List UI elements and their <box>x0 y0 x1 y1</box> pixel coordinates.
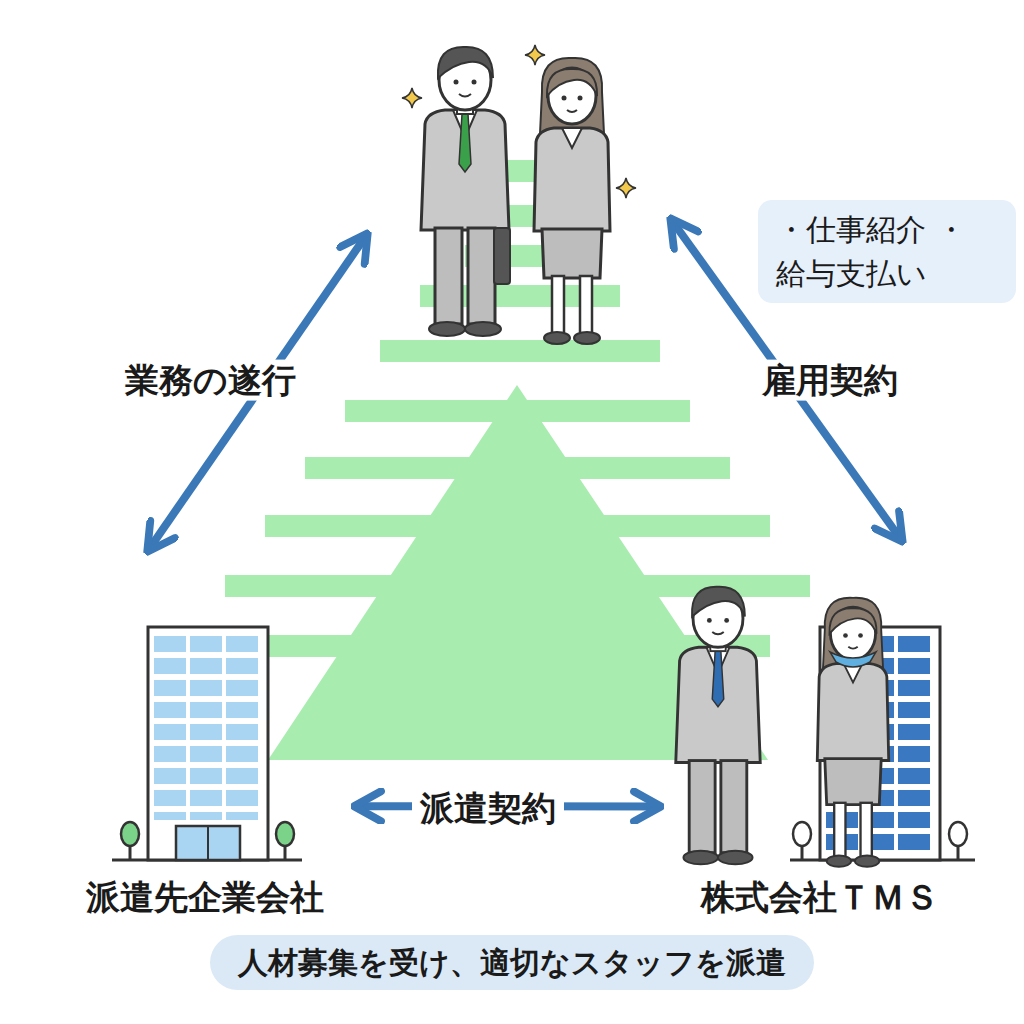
staff-man <box>676 587 760 864</box>
edge-label: 業務の遂行 <box>117 360 304 401</box>
node-text: 派遣先企業会社 <box>86 878 324 917</box>
worker-man <box>421 47 509 336</box>
scarf <box>830 652 876 667</box>
node-text: 人材募集を受け、適切なスタッフを派遣 <box>238 943 786 982</box>
caption-pill: 人材募集を受け、適切なスタッフを派遣 <box>210 935 814 990</box>
edge-label: 雇用契約 <box>754 360 906 401</box>
sparkle <box>525 45 545 65</box>
briefcase <box>494 228 510 284</box>
client-company: 派遣先企業会社 <box>60 555 350 917</box>
sparkle <box>402 88 422 108</box>
agency-company: 株式会社ＴＭＳ <box>665 545 975 917</box>
sparkle <box>616 178 636 198</box>
staff-woman <box>817 598 888 867</box>
node-text: ・仕事紹介 ・給与支払い <box>776 208 998 295</box>
node-text: 株式会社ＴＭＳ <box>701 878 939 917</box>
client-building-drawing <box>112 627 302 860</box>
worker-group <box>370 20 668 345</box>
callout-bubble: ・仕事紹介 ・給与支払い <box>758 200 1016 303</box>
worker-woman <box>534 58 610 344</box>
edge-label: 派遣契約 <box>412 788 564 829</box>
